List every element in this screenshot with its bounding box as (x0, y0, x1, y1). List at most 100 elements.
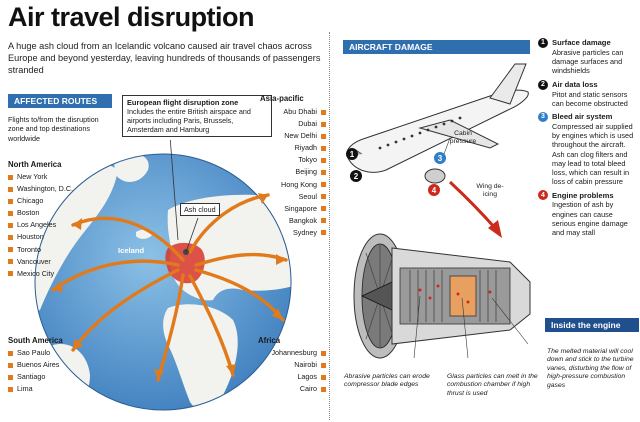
city-item: Mexico City (8, 268, 108, 280)
city-item: Riyadh (260, 142, 326, 154)
route-square-icon (321, 157, 326, 163)
zone-callout: European flight disruption zone Includes… (122, 95, 272, 137)
africa-list: Africa Johannesburg Nairobi Lagos Cairo (258, 336, 326, 395)
iceland-label: Iceland (118, 246, 145, 255)
ash-cloud-leader (185, 217, 199, 253)
route-square-icon (8, 386, 13, 392)
affected-routes-intro: Flights to/from the disruption zone and … (8, 115, 99, 143)
step-number-icon: 3 (538, 112, 548, 123)
route-square-icon (8, 271, 13, 277)
aircraft-damage-banner: AIRCRAFT DAMAGE (343, 40, 530, 54)
wing-deicing-label: Wing de-icing (476, 183, 504, 198)
city-list: Johannesburg Nairobi Lagos Cairo (258, 347, 326, 395)
engine-cutaway (353, 233, 531, 359)
ash-particles (418, 284, 492, 304)
route-arrows (51, 193, 288, 382)
globe-map (34, 140, 292, 411)
city-item: Seoul (260, 191, 326, 203)
city-item: New Delhi (260, 130, 326, 142)
inside-engine-banner: Inside the engine (545, 318, 639, 332)
route-square-icon (8, 247, 13, 253)
route-square-icon (321, 374, 326, 380)
svg-text:1: 1 (350, 150, 355, 159)
route-square-icon (8, 362, 13, 368)
region-title-north-america: North America (8, 160, 62, 169)
wing (418, 119, 500, 149)
route-square-icon (8, 259, 13, 265)
step-number-icon: 2 (538, 79, 548, 90)
eurasia-land (167, 194, 291, 301)
city-item: Nairobi (258, 359, 326, 371)
route-arrow-southwest (71, 268, 180, 352)
city-item: Cairo (258, 383, 326, 395)
step-number-icon: 1 (538, 38, 548, 48)
city-item: Dubai (260, 118, 326, 130)
cabin-pressure-label: Cabin pressure (449, 130, 477, 145)
route-square-icon (321, 182, 326, 188)
caption-abrasive: Abrasive particles can erode compressor … (344, 373, 430, 389)
route-square-icon (8, 174, 13, 180)
page-subtitle: A huge ash cloud from an Icelandic volca… (8, 41, 321, 75)
city-item: Boston (8, 207, 108, 219)
city-item: Sydney (260, 227, 326, 239)
city-item: Abu Dhabi (260, 106, 326, 118)
step-number-icon: 4 (538, 190, 548, 201)
zone-callout-body: Includes the entire British airspace and… (127, 107, 251, 134)
city-item: New York (8, 171, 108, 183)
city-item: Santiago (8, 371, 108, 383)
svg-text:2: 2 (354, 172, 359, 181)
city-item: Vancouver (8, 256, 108, 268)
route-square-icon (321, 350, 326, 356)
route-square-icon (321, 230, 326, 236)
windows (378, 116, 462, 150)
route-square-icon (8, 198, 13, 204)
city-item: Singapore (260, 203, 326, 215)
route-square-icon (321, 362, 326, 368)
route-arrow-northeast (188, 193, 270, 254)
city-item: Sao Paulo (8, 347, 108, 359)
globe-outline (34, 153, 292, 411)
route-arrow-south (156, 273, 185, 382)
city-item: Tokyo (260, 154, 326, 166)
compressor-stages (409, 270, 497, 322)
asia-pacific-list: Asia-pacific Abu Dhabi Dubai New Delhi R… (260, 94, 326, 239)
city-item: Buenos Aires (8, 359, 108, 371)
city-item: Houston (8, 231, 108, 243)
route-square-icon (8, 186, 13, 192)
svg-text:4: 4 (432, 186, 437, 195)
route-square-icon (321, 218, 326, 224)
column-divider (329, 32, 330, 420)
route-square-icon (8, 374, 13, 380)
route-square-icon (321, 145, 326, 151)
region-title-africa: Africa (258, 336, 281, 345)
engine-nacelle (424, 168, 446, 184)
zone-callout-leader (169, 140, 179, 241)
marker-2-icon (350, 170, 362, 182)
caption-glass: Glass particles can melt in the combusti… (447, 373, 538, 397)
south-america-list: South America Sao Paulo Buenos Aires San… (8, 336, 108, 395)
city-item: Hong Kong (260, 179, 326, 191)
city-list: New York Washington, D.C. Chicago Boston… (8, 171, 108, 280)
city-item: Lima (8, 383, 108, 395)
route-square-icon (321, 133, 326, 139)
route-square-icon (321, 206, 326, 212)
route-square-icon (321, 386, 326, 392)
marker-1-icon (346, 148, 358, 160)
caption-melted: The melted material will cool down and s… (547, 348, 634, 389)
route-square-icon (8, 210, 13, 216)
zone-callout-title: European flight disruption zone (127, 98, 239, 107)
route-arrow-west-north (71, 216, 185, 262)
page-title: Air travel disruption (8, 2, 255, 32)
africa-land (163, 304, 238, 410)
route-square-icon (321, 194, 326, 200)
route-arrow-southeast (188, 274, 235, 377)
city-item: Bangkok (260, 215, 326, 227)
city-item: Washington, D.C. (8, 183, 108, 195)
marker-3-icon (434, 152, 446, 164)
route-arrowheads (53, 193, 286, 380)
